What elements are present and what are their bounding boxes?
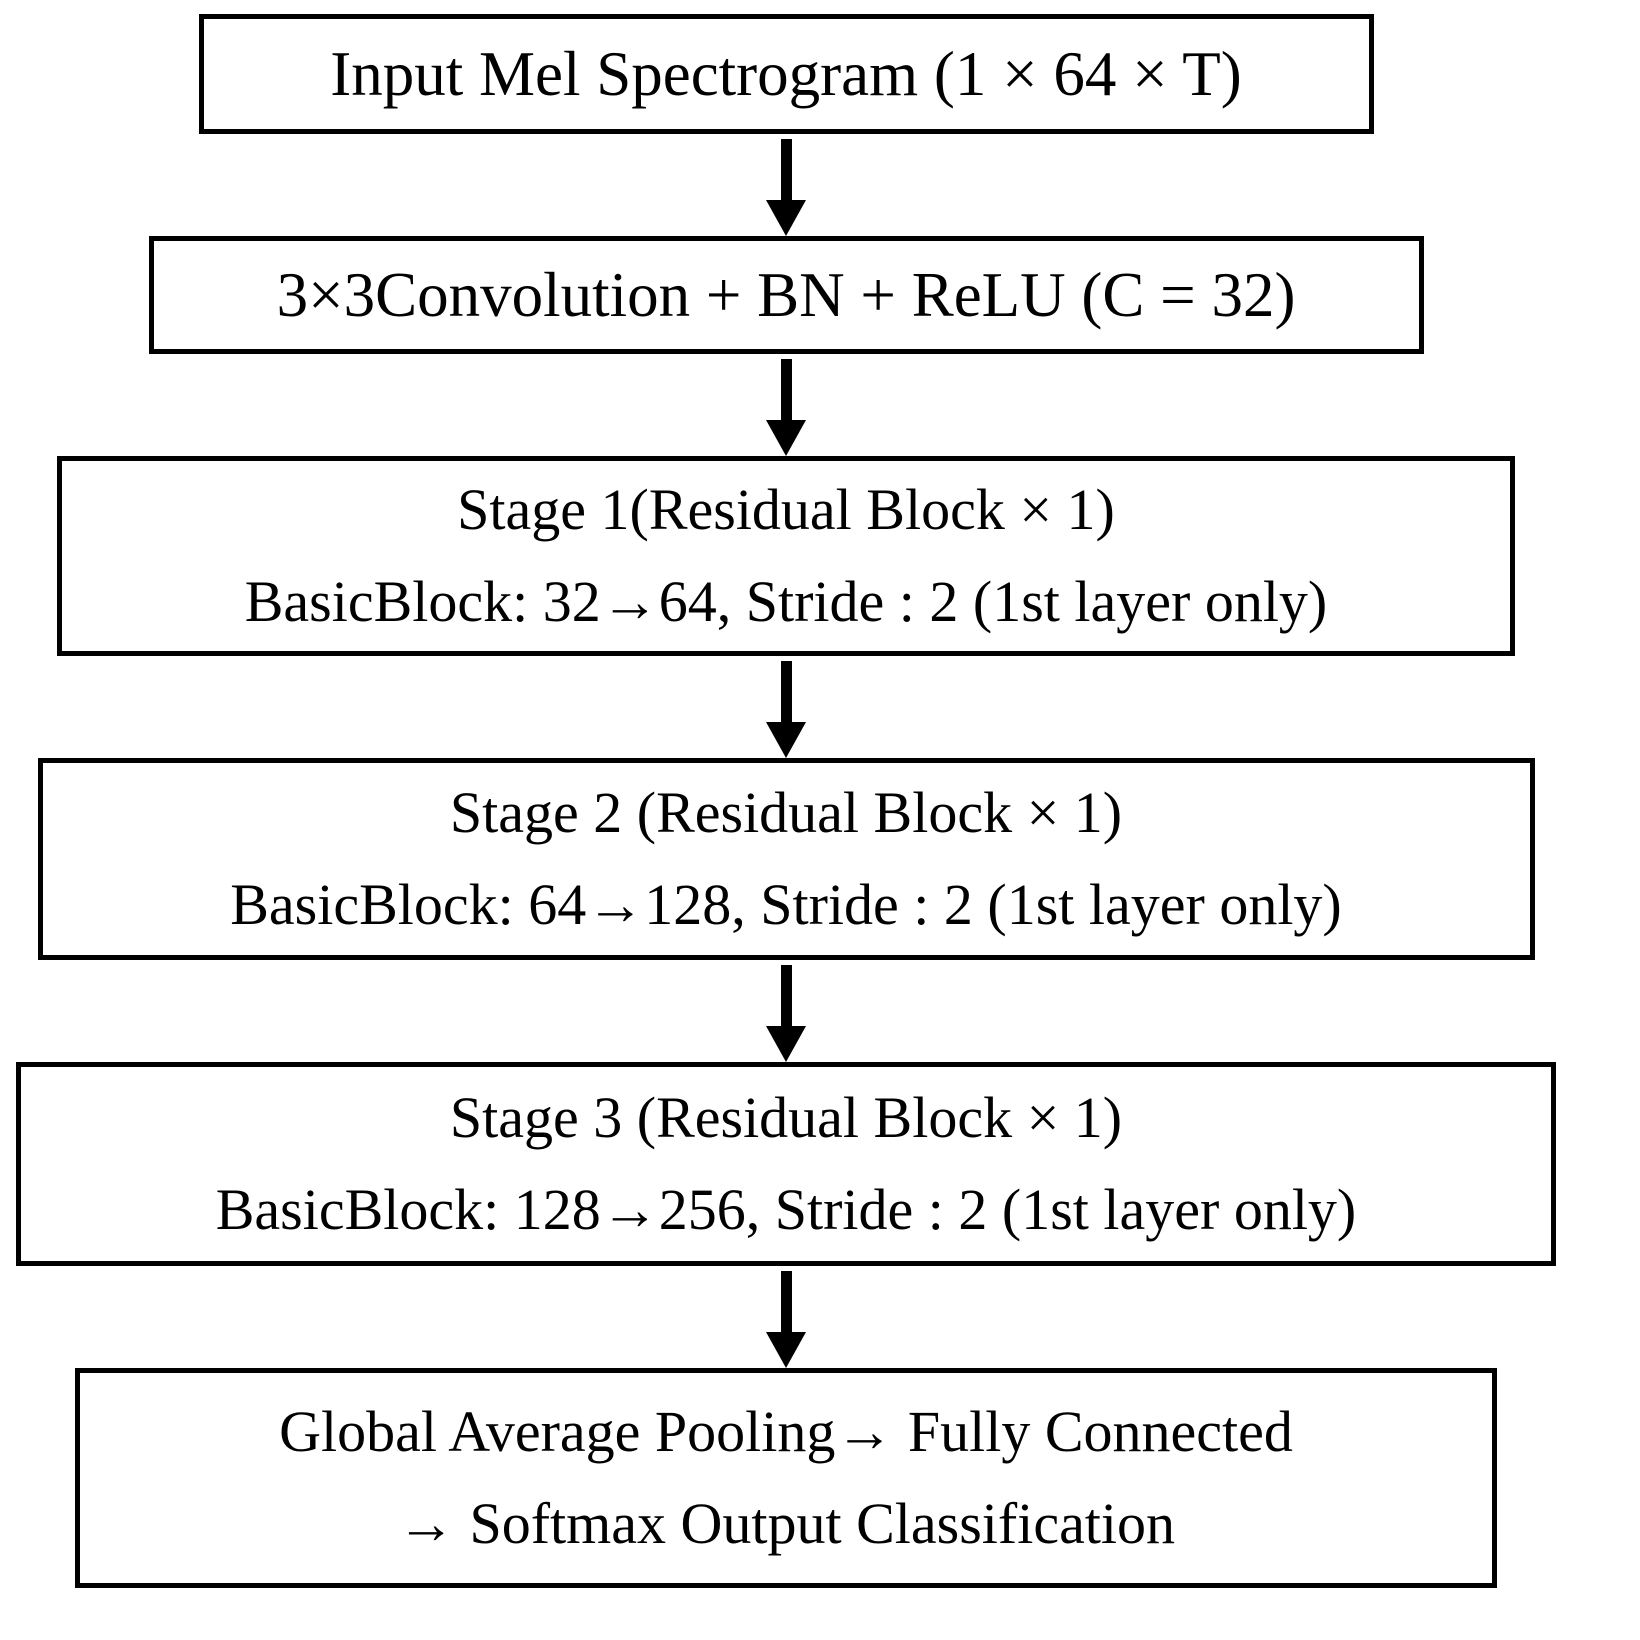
arrow-head (766, 420, 806, 456)
node-line: BasicBlock: 128→256, Stride : 2 (1st lay… (215, 1177, 1357, 1242)
node-line: Stage 3 (Residual Block × 1) (449, 1085, 1123, 1151)
node-line: BasicBlock: 64→128, Stride : 2 (1st laye… (230, 872, 1342, 937)
arrow-down-connector (766, 960, 806, 1062)
arrow-stem (780, 965, 792, 1026)
arrow-stem (780, 359, 792, 420)
arrow-head (766, 200, 806, 236)
node-stage-1: Stage 1(Residual Block × 1) BasicBlock: … (57, 456, 1515, 656)
arrow-stem (780, 661, 792, 722)
node-line: Stage 1(Residual Block × 1) (457, 477, 1115, 543)
arrow-stem (780, 1271, 792, 1332)
arrow-down-connector (766, 1266, 806, 1368)
node-line: 3×3Convolution + BN + ReLU (C = 32) (276, 259, 1296, 330)
arrow-head (766, 722, 806, 758)
node-stage-2: Stage 2 (Residual Block × 1) BasicBlock:… (37, 758, 1535, 960)
node-line: → Softmax Output Classification (396, 1491, 1176, 1556)
arrow-head (766, 1332, 806, 1368)
arrow-down-connector (766, 354, 806, 456)
node-output-classification: Global Average Pooling→ Fully Connected … (75, 1368, 1497, 1588)
node-input-mel-spectrogram: Input Mel Spectrogram (1 × 64 × T) (198, 14, 1374, 134)
arrow-head (766, 1026, 806, 1062)
arrow-down-connector (766, 656, 806, 758)
flowchart-column: Input Mel Spectrogram (1 × 64 × T) 3×3Co… (16, 14, 1556, 1588)
node-conv-bn-relu: 3×3Convolution + BN + ReLU (C = 32) (148, 236, 1424, 354)
node-line: BasicBlock: 32→64, Stride : 2 (1st layer… (244, 569, 1328, 634)
arrow-down-connector (766, 134, 806, 236)
node-line: Stage 2 (Residual Block × 1) (449, 780, 1123, 846)
node-stage-3: Stage 3 (Residual Block × 1) BasicBlock:… (16, 1062, 1556, 1266)
node-line: Global Average Pooling→ Fully Connected (279, 1399, 1293, 1465)
arrow-stem (780, 139, 792, 200)
node-line: Input Mel Spectrogram (1 × 64 × T) (330, 38, 1242, 109)
